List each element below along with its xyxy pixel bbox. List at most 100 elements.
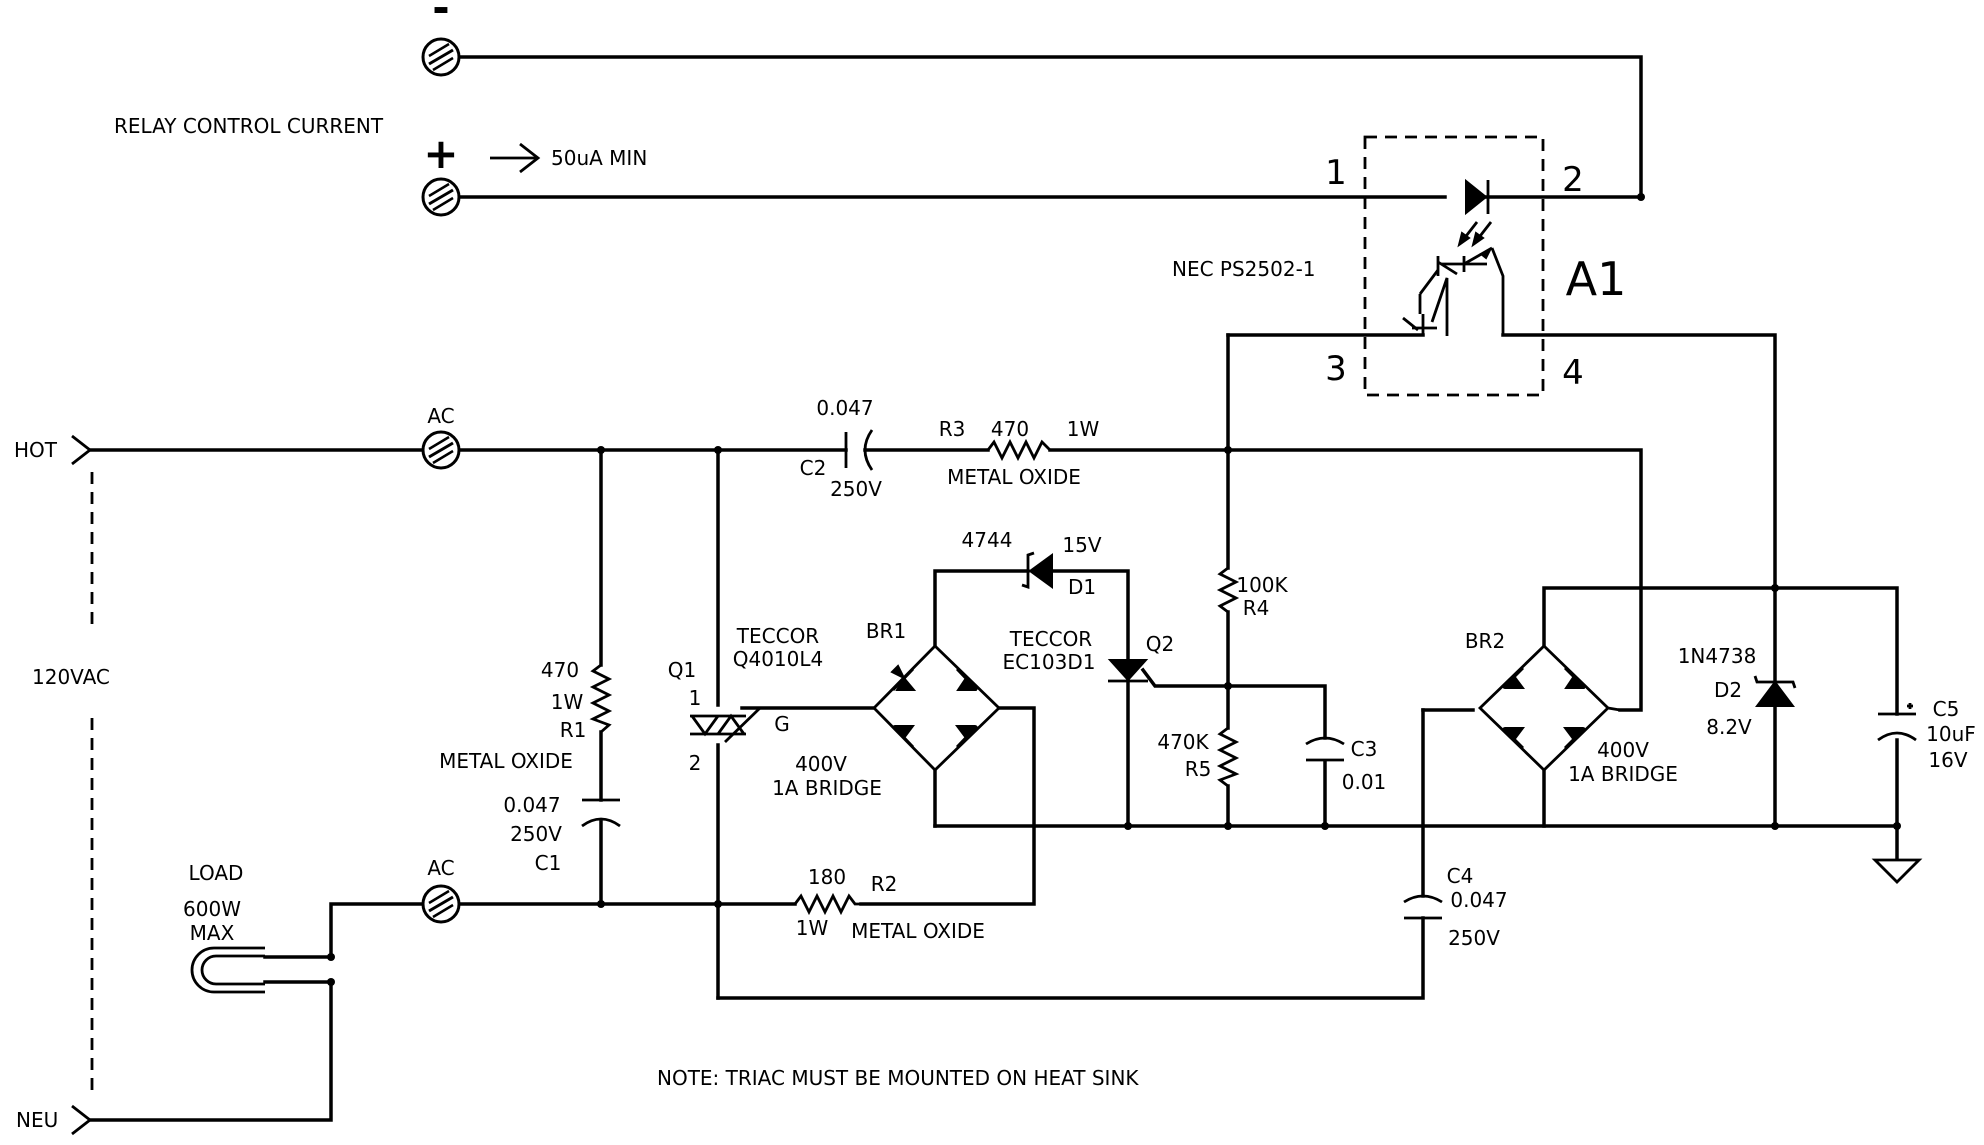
neu-connector-icon [71,1104,93,1136]
c4-value-label: 0.047 [1450,888,1507,912]
br2-voltage-label: 400V [1597,738,1649,762]
capacitor-c2-icon [844,429,874,471]
r5-value-label: 470K [1157,730,1209,754]
c3-value-label: 0.01 [1342,770,1387,794]
br2-ref-label: BR2 [1465,629,1505,653]
scr-q2-icon [1107,659,1149,683]
r5-ref-label: R5 [1185,757,1212,781]
resistor-r2-icon [793,892,861,916]
opto-part-label: NEC PS2502-1 [1172,257,1316,281]
c1-ref-label: C1 [535,851,562,875]
hot-connector-icon [71,434,93,466]
q2-part-label: EC103D1 [1003,650,1096,674]
minus-label: - [432,0,449,32]
resistor-r1-icon [589,663,613,734]
junctions [327,193,1901,986]
r4-value-label: 100K [1236,573,1288,597]
d1-ref-label: D1 [1068,575,1096,599]
zener-d2-icon [1753,675,1797,707]
c1-voltage-label: 250V [510,822,562,846]
ground-icon [1871,858,1923,884]
c4-ref-label: C4 [1447,864,1474,888]
opto-pin1-label: 1 [1325,153,1347,193]
wires [88,55,1899,1122]
r2-ref-label: R2 [871,872,898,896]
r1-type-label: METAL OXIDE [439,749,573,773]
zener-d1-icon [1021,551,1053,589]
c4-voltage-label: 250V [1448,926,1500,950]
ac-bottom-label: AC [427,856,454,880]
vac-label: 120VAC [32,665,110,689]
br1-rating-label: 1A BRIDGE [772,776,882,800]
min-current-label: 50uA MIN [551,146,647,170]
load-max-label: MAX [190,921,235,945]
c3-ref-label: C3 [1351,737,1378,761]
q1-ref-label: Q1 [668,658,696,682]
d1-voltage-label: 15V [1062,533,1101,557]
d2-ref-label: D2 [1714,678,1742,702]
terminal-screw-minus [421,37,461,77]
capacitor-c1-icon [581,798,621,828]
lamp-load-icon [190,946,265,994]
r3-ref-label: R3 [939,417,966,441]
r3-value-label: 470 [991,417,1029,441]
r3-power-label: 1W [1067,417,1100,441]
q2-maker-label: TECCOR [1009,627,1093,651]
c5-ref-label: C5 [1933,697,1960,721]
r2-type-label: METAL OXIDE [851,919,985,943]
triac-q1-icon [690,706,776,744]
terminal-screw-ac-top [421,430,461,470]
opto-pin2-label: 2 [1562,160,1584,200]
c2-value-label: 0.047 [816,396,873,420]
opto-phototransistor-icon [1402,246,1505,336]
q1-maker-label: TECCOR [736,624,820,648]
c2-voltage-label: 250V [830,477,882,501]
opto-pin3-label: 3 [1325,349,1347,389]
d2-part-label: 1N4738 [1678,644,1757,668]
d1-part-label: 4744 [962,528,1013,552]
terminal-screw-plus [421,177,461,217]
q1-part-label: Q4010L4 [733,647,824,671]
d2-voltage-label: 8.2V [1706,715,1752,739]
c5-value-label: 10uF [1926,722,1976,746]
q1-gate-label: G [774,712,790,736]
plus-label: + [423,129,458,178]
opto-ref-label: A1 [1566,252,1627,306]
capacitor-c3-icon [1305,736,1345,762]
r1-power-label: 1W [551,690,584,714]
c1-value-label: 0.047 [503,793,560,817]
opto-led-icon [1465,178,1490,216]
q1-pin2-label: 2 [689,751,702,775]
optocoupler-outline [1363,135,1545,397]
br1-ref-label: BR1 [866,619,906,643]
resistor-r3-icon [986,438,1051,462]
bridge-br2-icon [1477,644,1621,772]
neu-label: NEU [16,1108,58,1132]
r3-type-label: METAL OXIDE [947,465,1081,489]
hot-label: HOT [14,438,58,462]
capacitor-c5-icon [1877,703,1917,742]
relay-control-label: RELAY CONTROL CURRENT [114,114,384,138]
q1-pin1-label: 1 [689,686,702,710]
note-label: NOTE: TRIAC MUST BE MOUNTED ON HEAT SINK [657,1066,1139,1090]
load-label: LOAD [189,861,244,885]
resistor-r5-icon [1216,726,1240,788]
resistor-r4-icon [1216,566,1240,614]
arrow-icon [490,142,541,174]
r2-power-label: 1W [796,916,829,940]
r4-ref-label: R4 [1243,596,1270,620]
br1-voltage-label: 400V [795,752,847,776]
r1-ref-label: R1 [560,718,587,742]
load-power-label: 600W [183,897,241,921]
q2-ref-label: Q2 [1146,632,1174,656]
bridge-br1-icon [872,644,1002,772]
ac-top-label: AC [427,404,454,428]
opto-light-arrows-icon [1457,221,1493,248]
r1-value-label: 470 [541,658,579,682]
terminal-screw-ac-bottom [421,884,461,924]
c2-ref-label: C2 [800,456,827,480]
capacitor-c4-icon [1403,894,1443,920]
opto-pin4-label: 4 [1562,353,1584,393]
